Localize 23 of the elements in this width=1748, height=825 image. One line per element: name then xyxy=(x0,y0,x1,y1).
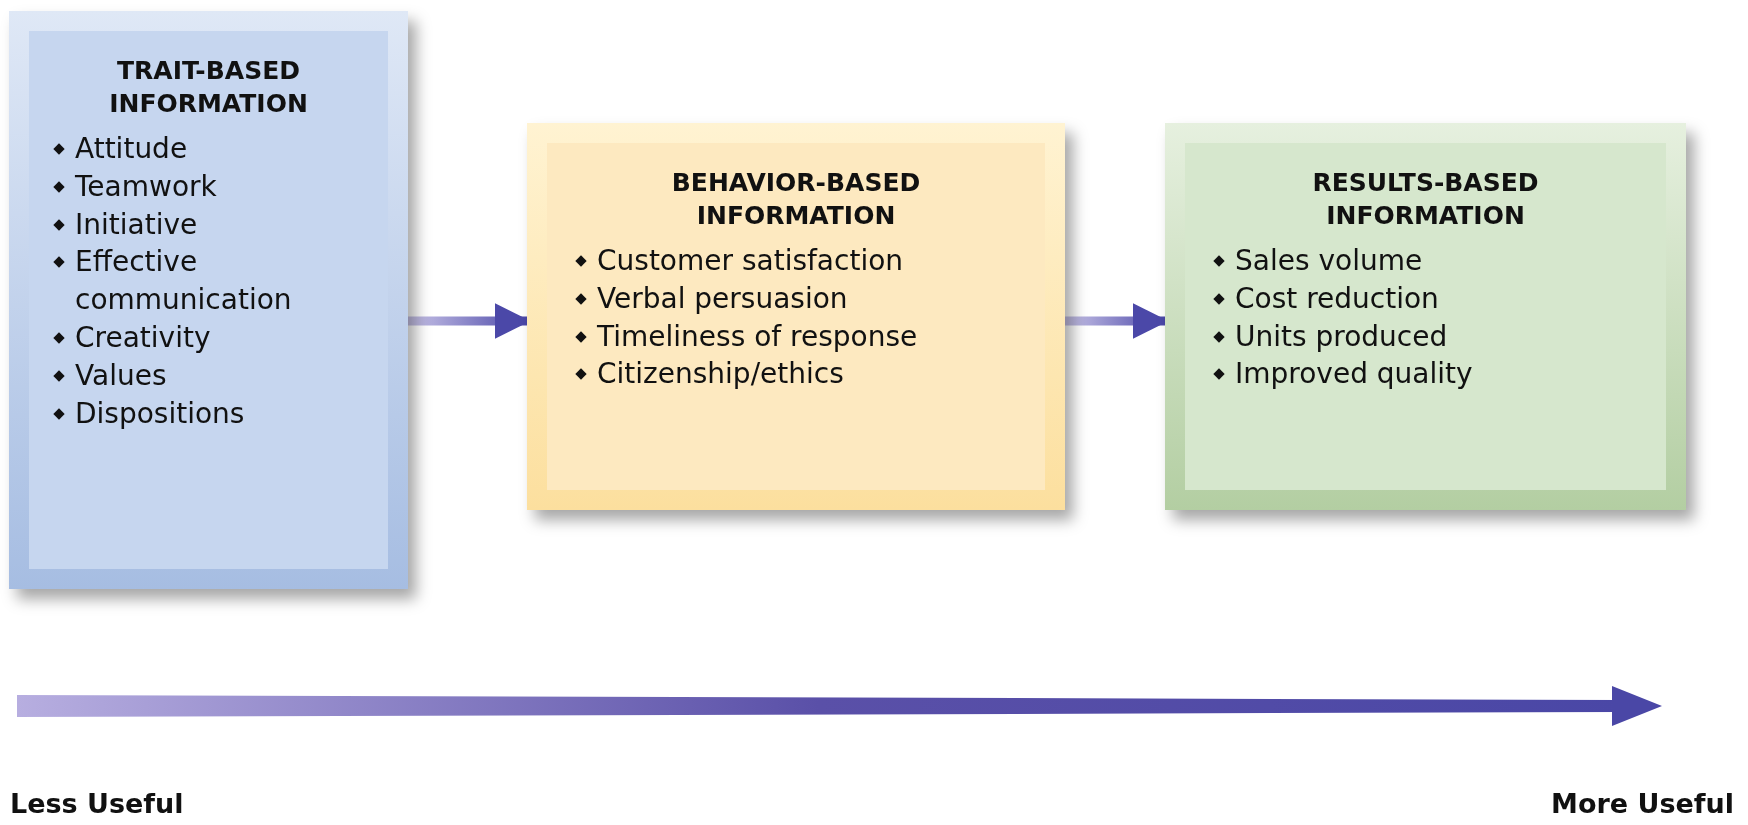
box-heading: RESULTS-BASED INFORMATION xyxy=(1311,167,1540,232)
list-item: Improved quality xyxy=(1235,356,1473,393)
category-box xyxy=(527,123,1065,510)
list-item: Dispositions xyxy=(75,395,245,432)
scale-label: Less Useful xyxy=(10,788,184,819)
list-item: Values xyxy=(75,357,167,394)
list-item: Units produced xyxy=(1235,318,1448,355)
list-item: Teamwork xyxy=(75,168,217,205)
list-item: Sales volume xyxy=(1235,243,1423,279)
scale-label: More Useful xyxy=(1551,788,1734,819)
list-item: Initiative xyxy=(75,206,198,243)
list-item: Timeliness of response xyxy=(597,318,918,355)
list-item: Verbal persuasion xyxy=(597,280,848,317)
list-item: Effective communication xyxy=(75,244,293,319)
category-box xyxy=(1165,123,1686,510)
category-box xyxy=(9,11,408,589)
list-item: Attitude xyxy=(75,131,188,167)
list-item: Creativity xyxy=(75,320,211,356)
list-item: Cost reduction xyxy=(1235,280,1439,317)
list-item: Customer satisfaction xyxy=(597,243,904,279)
box-heading: TRAIT-BASED INFORMATION xyxy=(108,55,309,120)
list-item: Citizenship/ethics xyxy=(597,356,844,393)
box-heading: BEHAVIOR-BASED INFORMATION xyxy=(670,167,922,232)
